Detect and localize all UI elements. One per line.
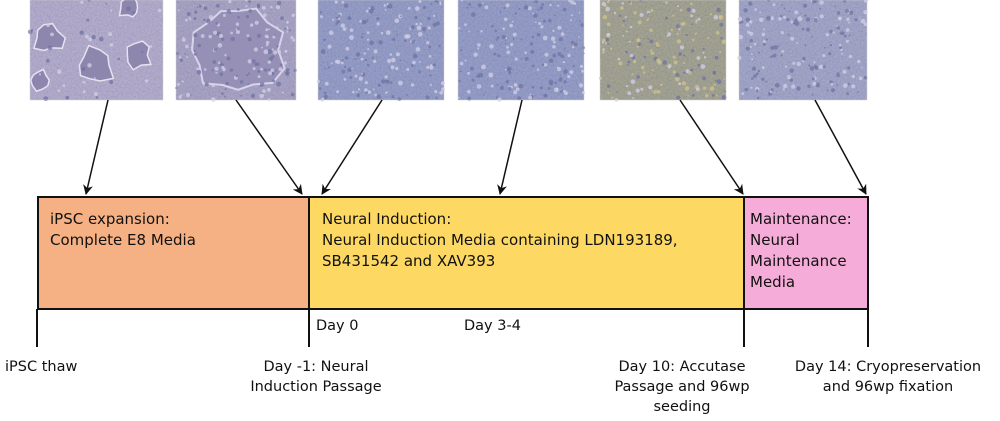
- phase-box-ipsc-expansion: [37, 196, 310, 310]
- phase-title: Neural Induction:: [322, 210, 452, 228]
- phase-line: Media: [750, 273, 796, 291]
- micrograph-day10: [599, 0, 727, 102]
- milestone-label-day-10: Day 10: Accutase Passage and 96wp seedin…: [614, 359, 750, 415]
- phase-box-maintenance: [743, 196, 869, 310]
- phase-text-maintenance: Maintenance: Neural Maintenance Media: [750, 209, 852, 293]
- arrow-1: [83, 99, 109, 195]
- tick-label-day-0: Day 0: [316, 318, 359, 334]
- arrow-3: [321, 99, 383, 195]
- milestone-label-ipsc-thaw: iPSC thaw: [5, 359, 78, 375]
- phase-line: Complete E8 Media: [50, 231, 196, 249]
- milestone-label-day-minus-1: Day -1: Neural Induction Passage: [250, 359, 382, 395]
- phase-line: Neural Induction Media containing LDN193…: [322, 231, 678, 249]
- phase-line: Neural: [750, 231, 800, 249]
- phase-box-neural-induction: [308, 196, 745, 310]
- phase-text-ipsc-expansion: iPSC expansion: Complete E8 Media: [50, 209, 196, 251]
- micrograph-day0: [316, 0, 445, 102]
- phase-text-neural-induction: Neural Induction: Neural Induction Media…: [322, 209, 678, 272]
- micrograph-ipsc-large-colony: [175, 0, 297, 102]
- arrow-4: [497, 99, 523, 195]
- tick-label-day-3-4: Day 3-4: [464, 318, 521, 334]
- arrow-2: [235, 99, 303, 195]
- micrograph-day14: [737, 0, 869, 101]
- micrograph-ipsc-colonies: [27, 0, 164, 102]
- arrow-6: [814, 99, 867, 195]
- phase-title: iPSC expansion:: [50, 210, 170, 228]
- milestone-label-day-14: Day 14: Cryopreservation and 96wp fixati…: [794, 359, 982, 395]
- phase-line: SB431542 and XAV393: [322, 252, 496, 270]
- arrow-5: [679, 99, 744, 195]
- phase-line: Maintenance: [750, 252, 847, 270]
- micrograph-row: [27, 0, 869, 102]
- phase-title: Maintenance:: [750, 210, 852, 228]
- timeline-axis: [36, 308, 869, 347]
- arrow-group: [83, 99, 867, 195]
- micrograph-day3-4: [457, 0, 586, 102]
